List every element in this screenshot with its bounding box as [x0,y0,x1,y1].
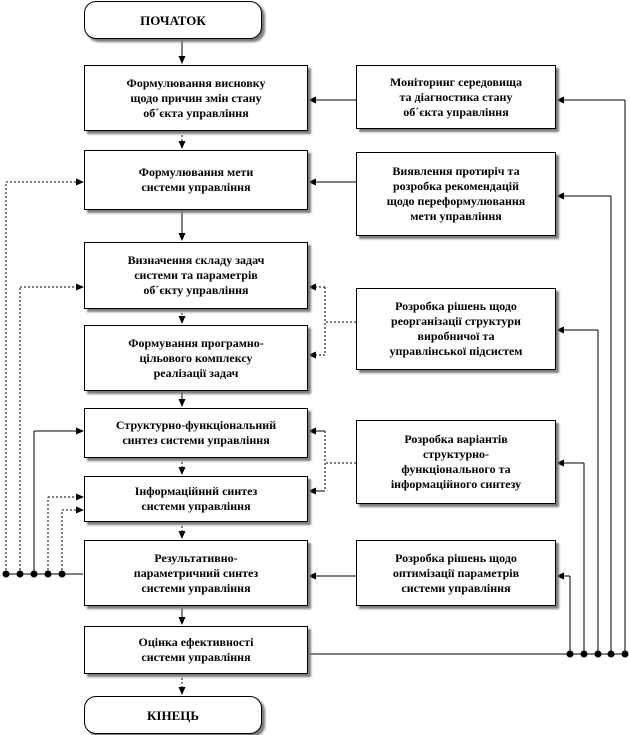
start-terminal: ПОЧАТОК [84,1,262,39]
end-terminal: КІНЕЦЬ [84,696,262,734]
step-goal-formulation: Формулювання мети системи управління [84,150,308,210]
step-structural-synthesis: Структурно-функціональний синтез системи… [84,408,308,458]
side-monitoring: Моніторинг середовища та діагностика ста… [356,65,556,129]
side-synthesis-variants: Розробка варіантів структурно- функціона… [356,420,556,504]
step-parametric-synthesis: Результативно- параметричний синтез сист… [84,540,308,606]
step-program-complex: Формування програмно- цільового комплекс… [84,325,308,391]
step-information-synthesis: Інформаційний синтез системи управління [84,476,308,522]
step-conclusion-formulation: Формулювання висновку щодо причин змін с… [84,65,308,131]
side-reorganization: Розробка рішень щодо реорганізації струк… [356,288,556,370]
side-parameter-optimization: Розробка рішень щодо оптимізації парамет… [356,540,556,606]
step-efficiency-evaluation: Оцінка ефективності системи управління [84,626,308,674]
step-task-composition: Визначення складу задач системи та парам… [84,242,308,309]
side-contradictions: Виявлення протиріч та розробка рекоменда… [356,152,556,236]
